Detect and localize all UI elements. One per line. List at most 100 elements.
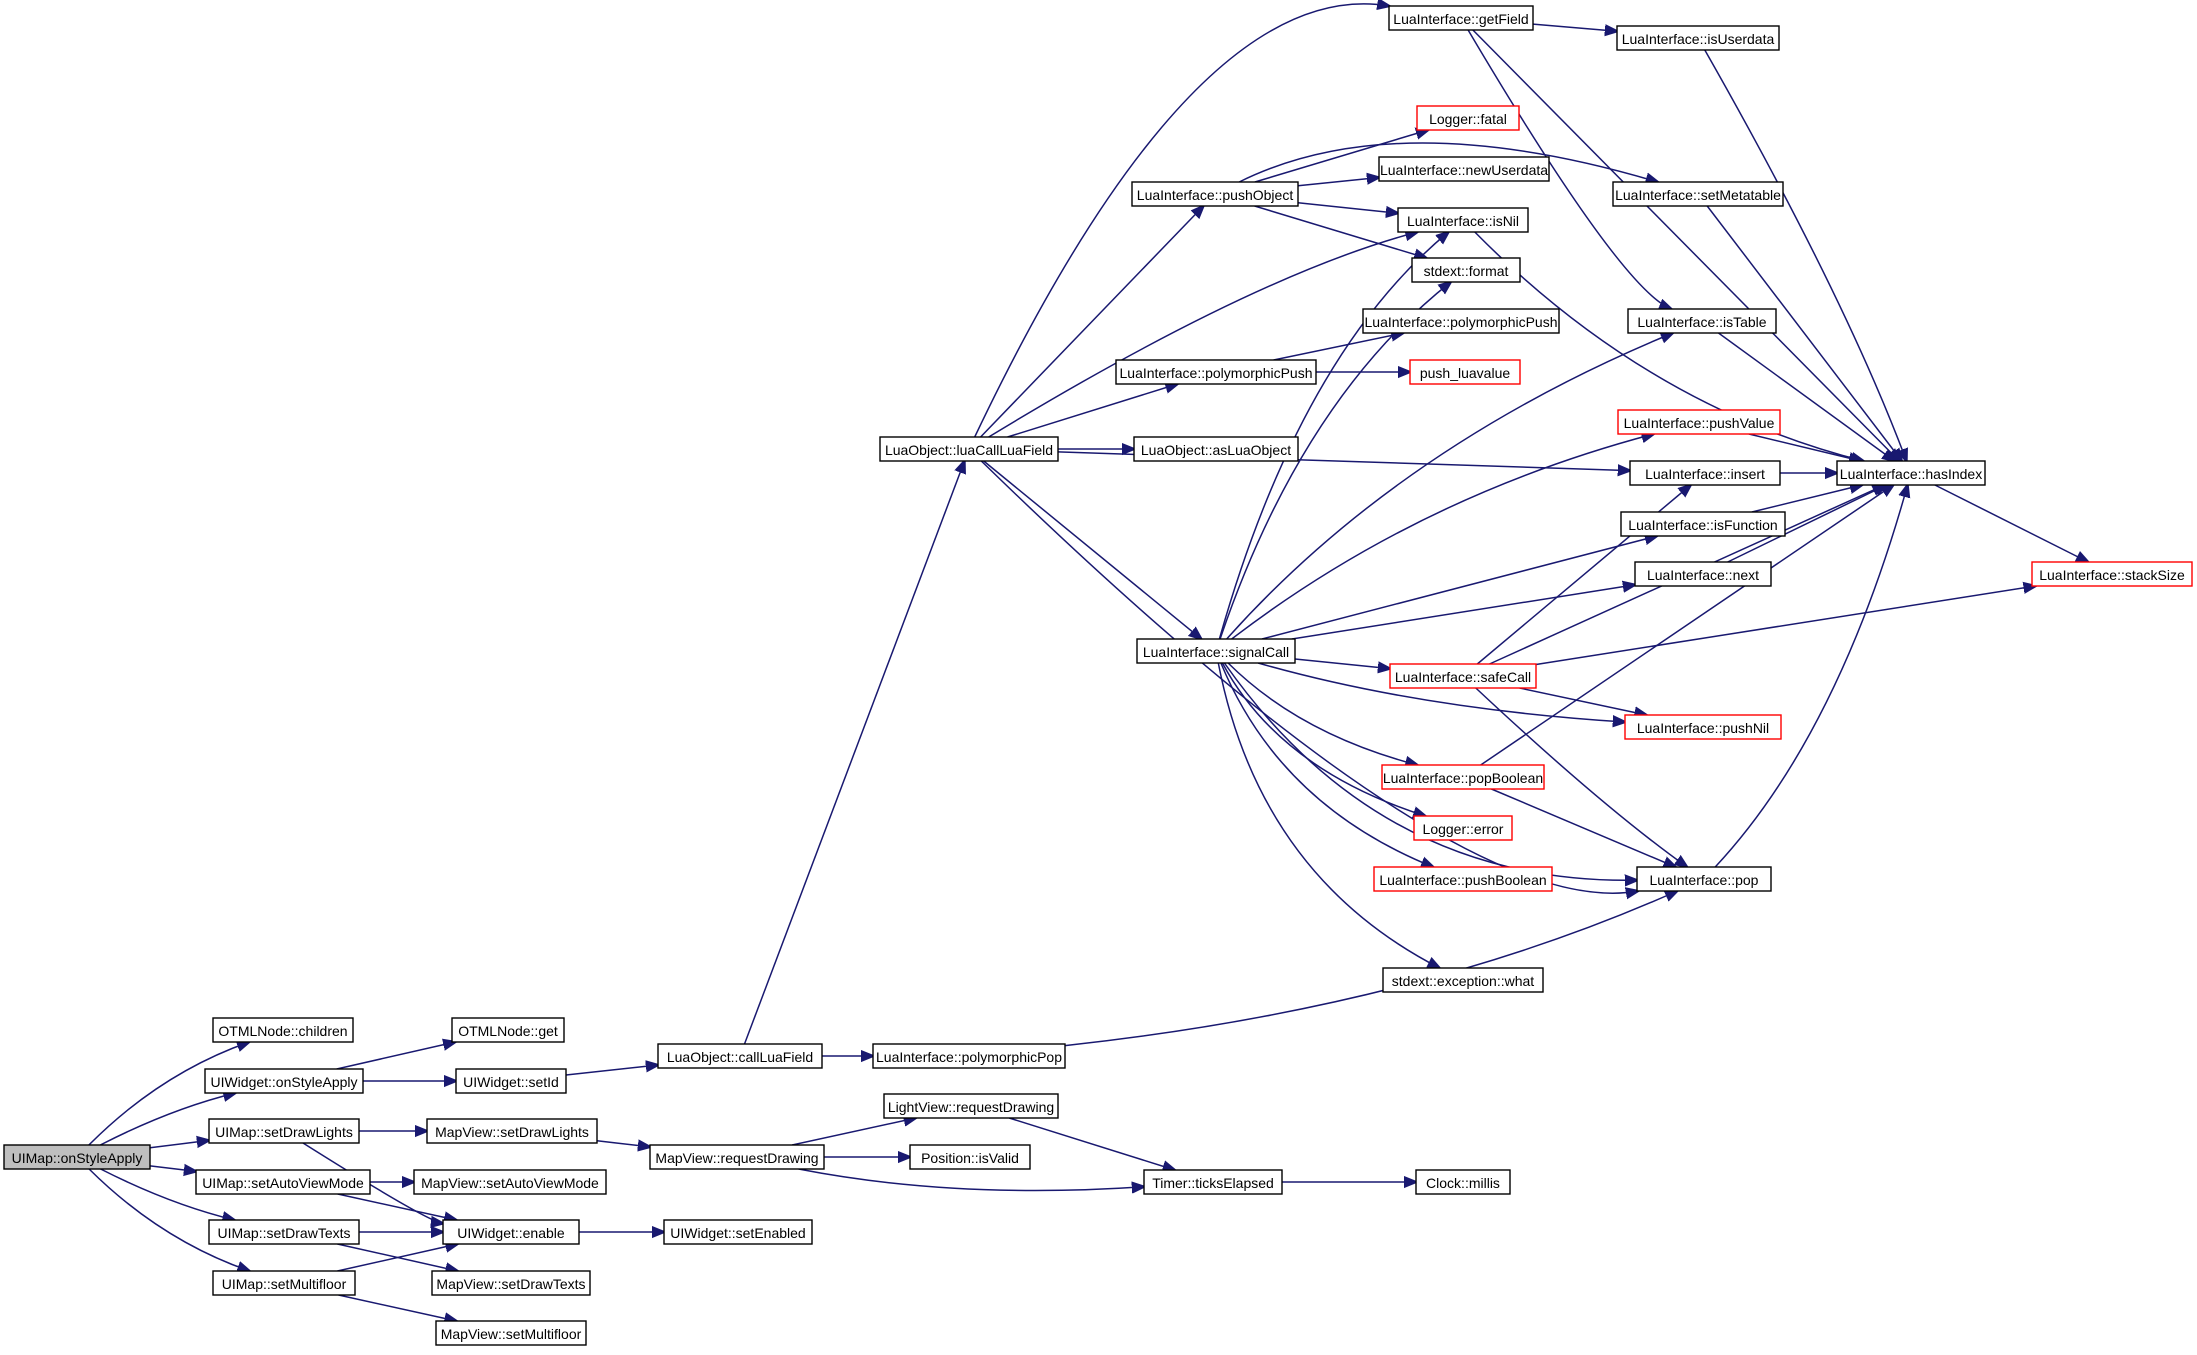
graph-node[interactable]: LuaInterface::signalCall [1136,638,1296,664]
graph-node[interactable]: LightView::requestDrawing [883,1093,1059,1119]
node-box[interactable] [2031,561,2193,587]
node-box[interactable] [909,1144,1031,1170]
graph-node[interactable]: Clock::millis [1415,1169,1511,1195]
graph-node[interactable]: LuaInterface::pushBoolean [1373,866,1553,892]
node-box[interactable] [1409,359,1521,385]
node-box[interactable] [1136,638,1296,664]
node-box[interactable] [1629,460,1781,486]
node-box[interactable] [663,1219,813,1245]
graph-node[interactable]: LuaInterface::popBoolean [1381,764,1545,790]
node-box[interactable] [1416,105,1520,131]
graph-node[interactable]: Logger::fatal [1416,105,1520,131]
graph-node[interactable]: stdext::exception::what [1382,967,1544,993]
graph-node[interactable]: LuaObject::luaCallLuaField [879,436,1059,462]
graph-node[interactable]: LuaInterface::isTable [1627,308,1777,334]
node-box[interactable] [883,1093,1059,1119]
graph-node[interactable]: UIWidget::enable [442,1219,580,1245]
graph-node[interactable]: UIMap::setAutoViewMode [195,1169,371,1195]
graph-node[interactable]: MapView::setMultifloor [435,1320,587,1346]
node-box[interactable] [451,1017,565,1043]
node-box[interactable] [1131,181,1299,207]
node-box[interactable] [1617,409,1781,435]
node-box[interactable] [455,1068,567,1094]
node-box[interactable] [435,1320,587,1346]
graph-node[interactable]: LuaInterface::polymorphicPush [1115,359,1317,385]
node-box[interactable] [413,1169,607,1195]
graph-node[interactable]: LuaInterface::isUserdata [1616,25,1780,51]
node-box[interactable] [1612,181,1784,207]
node-box[interactable] [1373,866,1553,892]
graph-node[interactable]: UIMap::setMultifloor [212,1270,356,1296]
node-box[interactable] [1620,511,1786,537]
node-box[interactable] [649,1144,825,1170]
node-box[interactable] [1624,714,1782,740]
graph-node[interactable]: LuaObject::callLuaField [657,1043,823,1069]
graph-node[interactable]: push_luavalue [1409,359,1521,385]
graph-node[interactable]: LuaInterface::safeCall [1389,663,1537,689]
graph-node[interactable]: LuaInterface::next [1634,561,1772,587]
node-box[interactable] [195,1169,371,1195]
graph-node[interactable]: OTMLNode::get [451,1017,565,1043]
node-box[interactable] [208,1219,360,1245]
node-box[interactable] [426,1118,598,1144]
node-box[interactable] [212,1017,354,1043]
graph-node[interactable]: LuaInterface::polymorphicPush [1362,308,1560,334]
graph-node[interactable]: LuaInterface::pushValue [1617,409,1781,435]
graph-node[interactable]: MapView::setDrawLights [426,1118,598,1144]
node-box[interactable] [1378,156,1550,182]
graph-node[interactable]: LuaInterface::isNil [1397,207,1529,233]
graph-node[interactable]: UIWidget::setEnabled [663,1219,813,1245]
node-box[interactable] [208,1118,360,1144]
graph-node[interactable]: LuaObject::asLuaObject [1133,436,1299,462]
node-box[interactable] [872,1043,1066,1069]
node-box[interactable] [1382,967,1544,993]
node-box[interactable] [204,1068,364,1094]
graph-node[interactable]: LuaInterface::polymorphicPop [872,1043,1066,1069]
node-box[interactable] [879,436,1059,462]
node-box[interactable] [1362,308,1560,334]
node-box[interactable] [1389,663,1537,689]
node-box[interactable] [3,1144,151,1170]
node-box[interactable] [657,1043,823,1069]
graph-node[interactable]: Position::isValid [909,1144,1031,1170]
graph-node[interactable]: MapView::setAutoViewMode [413,1169,607,1195]
node-box[interactable] [1627,308,1777,334]
node-box[interactable] [1397,207,1529,233]
graph-node[interactable]: LuaInterface::pushNil [1624,714,1782,740]
node-box[interactable] [1133,436,1299,462]
graph-node[interactable]: MapView::setDrawTexts [431,1270,591,1296]
node-box[interactable] [1411,257,1521,283]
node-box[interactable] [1636,866,1772,892]
graph-node[interactable]: UIWidget::setId [455,1068,567,1094]
graph-node[interactable]: LuaInterface::newUserdata [1378,156,1550,182]
graph-node[interactable]: UIMap::setDrawTexts [208,1219,360,1245]
graph-node[interactable]: UIWidget::onStyleApply [204,1068,364,1094]
node-box[interactable] [1634,561,1772,587]
graph-node[interactable]: OTMLNode::children [212,1017,354,1043]
graph-node[interactable]: MapView::requestDrawing [649,1144,825,1170]
node-box[interactable] [1836,460,1986,486]
node-box[interactable] [1413,815,1513,841]
node-box[interactable] [442,1219,580,1245]
node-box[interactable] [1388,5,1534,31]
graph-node[interactable]: LuaInterface::pushObject [1131,181,1299,207]
node-box[interactable] [1616,25,1780,51]
graph-node[interactable]: LuaInterface::getField [1388,5,1534,31]
graph-node[interactable]: Logger::error [1413,815,1513,841]
graph-node[interactable]: LuaInterface::isFunction [1620,511,1786,537]
graph-node[interactable]: LuaInterface::insert [1629,460,1781,486]
node-box[interactable] [1381,764,1545,790]
node-box[interactable] [431,1270,591,1296]
graph-node[interactable]: LuaInterface::pop [1636,866,1772,892]
node-box[interactable] [1115,359,1317,385]
node-box[interactable] [212,1270,356,1296]
graph-node[interactable]: Timer::ticksElapsed [1143,1169,1283,1195]
node-box[interactable] [1415,1169,1511,1195]
graph-node[interactable]: LuaInterface::hasIndex [1836,460,1986,486]
graph-node[interactable]: UIMap::onStyleApply [3,1144,151,1170]
node-box[interactable] [1143,1169,1283,1195]
graph-node[interactable]: stdext::format [1411,257,1521,283]
graph-node[interactable]: LuaInterface::setMetatable [1612,181,1784,207]
graph-node[interactable]: LuaInterface::stackSize [2031,561,2193,587]
graph-node[interactable]: UIMap::setDrawLights [208,1118,360,1144]
